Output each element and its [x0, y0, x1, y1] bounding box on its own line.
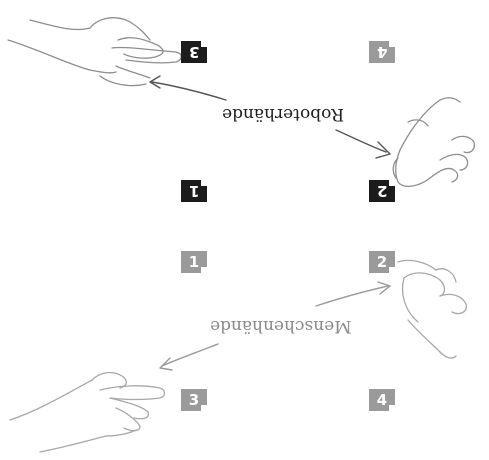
badge-dark-3: 3 — [181, 41, 207, 63]
badge-dark-1: 1 — [181, 180, 207, 202]
badge-grey-3: 3 — [181, 389, 207, 411]
human-hand-bottom-left-sketch — [9, 371, 166, 453]
robot-hand-top-left-sketch — [7, 17, 182, 87]
human-arrows — [159, 281, 391, 371]
robot-hand-right-sketch — [392, 97, 476, 188]
badge-grey-4-bottom: 4 — [369, 389, 395, 411]
badge-grey-1: 1 — [181, 251, 207, 273]
robot-arrows — [149, 75, 391, 159]
human-hands-label: Menschenhände — [210, 316, 352, 336]
robot-hands-label: Roboterhände — [222, 104, 345, 124]
badge-grey-2: 2 — [369, 251, 395, 273]
human-hand-right-sketch — [397, 259, 467, 359]
badge-grey-4-top: 4 — [369, 41, 395, 63]
badge-dark-2: 2 — [369, 180, 395, 202]
